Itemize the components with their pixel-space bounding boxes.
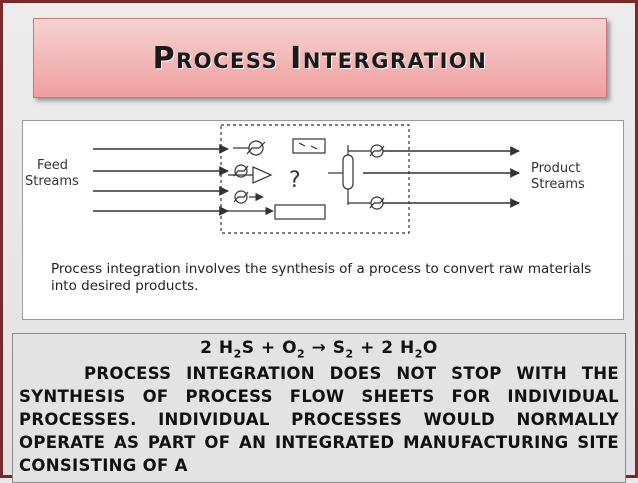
process-flow-diagram: Feed Streams ?: [25, 124, 585, 234]
chemical-equation: 2 H2S + O2 → S2 + 2 H2O: [200, 338, 438, 361]
separator-block-icon: [223, 204, 326, 220]
heat-exchanger-icon: [233, 140, 266, 156]
unknown-process-symbol: ?: [289, 168, 301, 193]
heat-exchanger-icon: [233, 164, 249, 178]
content-text-box: 2 H2S + O2 → S2 + 2 H2O Process integrat…: [12, 333, 626, 483]
process-boundary-box: [220, 124, 410, 234]
heat-exchanger-icon: [348, 144, 385, 158]
compressor-icon: [228, 166, 273, 184]
body-paragraph: Process integration does not stop with t…: [19, 364, 619, 476]
heat-exchanger-icon: [348, 196, 385, 210]
title-banner: Process Intergration: [33, 18, 607, 98]
reactor-block-icon: [292, 138, 326, 154]
feed-stream-arrows: [93, 144, 229, 216]
product-stream-arrows: [363, 146, 520, 208]
product-label-line2: Streams: [531, 177, 585, 192]
process-diagram-panel: Feed Streams ?: [22, 120, 624, 320]
product-label-line1: Product: [531, 161, 580, 176]
feed-label-line1: Feed: [37, 158, 68, 173]
feed-label-line2: Streams: [25, 174, 79, 189]
distillation-column-icon: [328, 145, 354, 205]
diagram-caption: Process integration involves the synthes…: [51, 261, 592, 294]
heat-exchanger-icon: [233, 190, 264, 204]
slide-title: Process Intergration: [152, 40, 488, 76]
